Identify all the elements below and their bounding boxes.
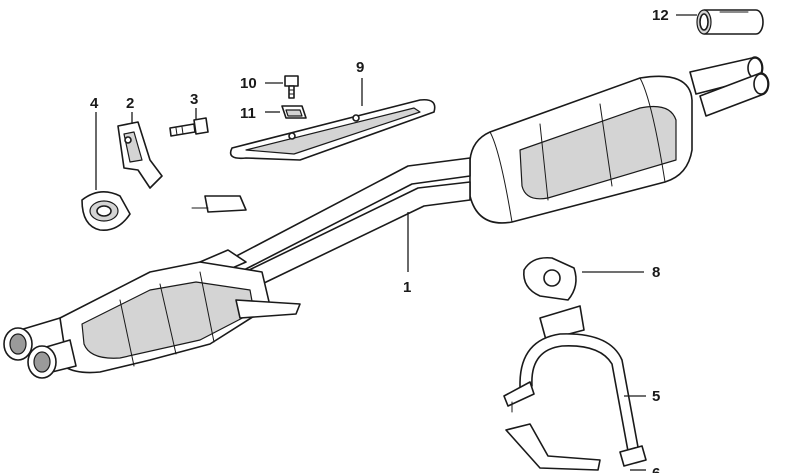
callout-12: 12	[652, 7, 669, 24]
callout-4: 4	[90, 95, 99, 112]
callout-1: 1	[403, 279, 411, 296]
callout-8: 8	[652, 264, 660, 281]
part-4-rubber-mount[interactable]	[81, 191, 131, 231]
callout-2: 2	[126, 95, 134, 112]
part-11-clip-nut[interactable]	[281, 105, 307, 119]
callout-3: 3	[190, 91, 198, 108]
callout-10: 10	[240, 75, 257, 92]
callout-6: 6	[652, 465, 660, 473]
part-2-bracket[interactable]	[117, 121, 163, 189]
part-1-exhaust-assembly[interactable]	[3, 56, 770, 379]
part-5-mounting-strap[interactable]	[503, 305, 647, 471]
part-10-bolt[interactable]	[284, 75, 299, 99]
part-8-rubber-hanger[interactable]	[523, 256, 577, 301]
part-3-screw[interactable]	[169, 117, 209, 137]
callout-9: 9	[356, 59, 364, 76]
part-9-heat-shield[interactable]	[229, 98, 436, 161]
callout-5: 5	[652, 388, 660, 405]
callout-11: 11	[240, 105, 256, 122]
part-12-pipe-sleeve[interactable]	[696, 9, 764, 35]
